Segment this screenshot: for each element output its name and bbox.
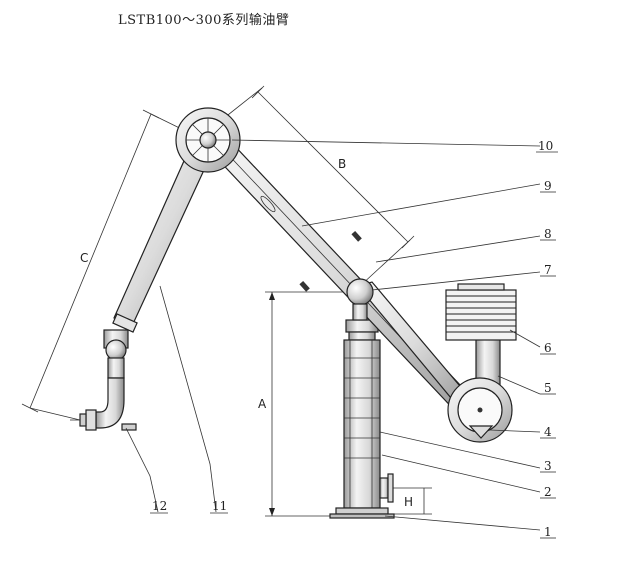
callout-5: 5 [544,381,552,395]
outer-arm [112,133,217,333]
callout-10: 10 [538,139,553,153]
dimension-a-label: A [258,397,267,411]
callout-12: 12 [152,499,167,513]
swivel-ball [346,278,374,321]
callout-8: 8 [544,227,552,241]
dimension-h-label: H [404,495,413,509]
lower-sheave [447,377,513,443]
callout-9: 9 [544,179,552,193]
dimension-a: A [258,291,355,517]
callout-2: 2 [544,485,552,499]
top-sheave [175,107,241,173]
dimension-c-label: C [80,251,88,265]
diagram-title: LSTB100～300系列输油臂 [118,13,290,28]
callout-1: 1 [544,525,552,539]
callout-leaders [125,139,541,531]
callout-7: 7 [544,263,552,277]
callout-6: 6 [544,341,552,355]
callout-3: 3 [544,459,552,473]
swivel-elbow [70,329,137,431]
dimension-b-label: B [338,157,346,171]
riser-column [329,319,395,519]
callout-4: 4 [544,425,552,439]
callout-labels: 1 2 3 4 5 6 7 8 9 10 11 12 [150,139,558,539]
callout-11: 11 [212,499,227,513]
